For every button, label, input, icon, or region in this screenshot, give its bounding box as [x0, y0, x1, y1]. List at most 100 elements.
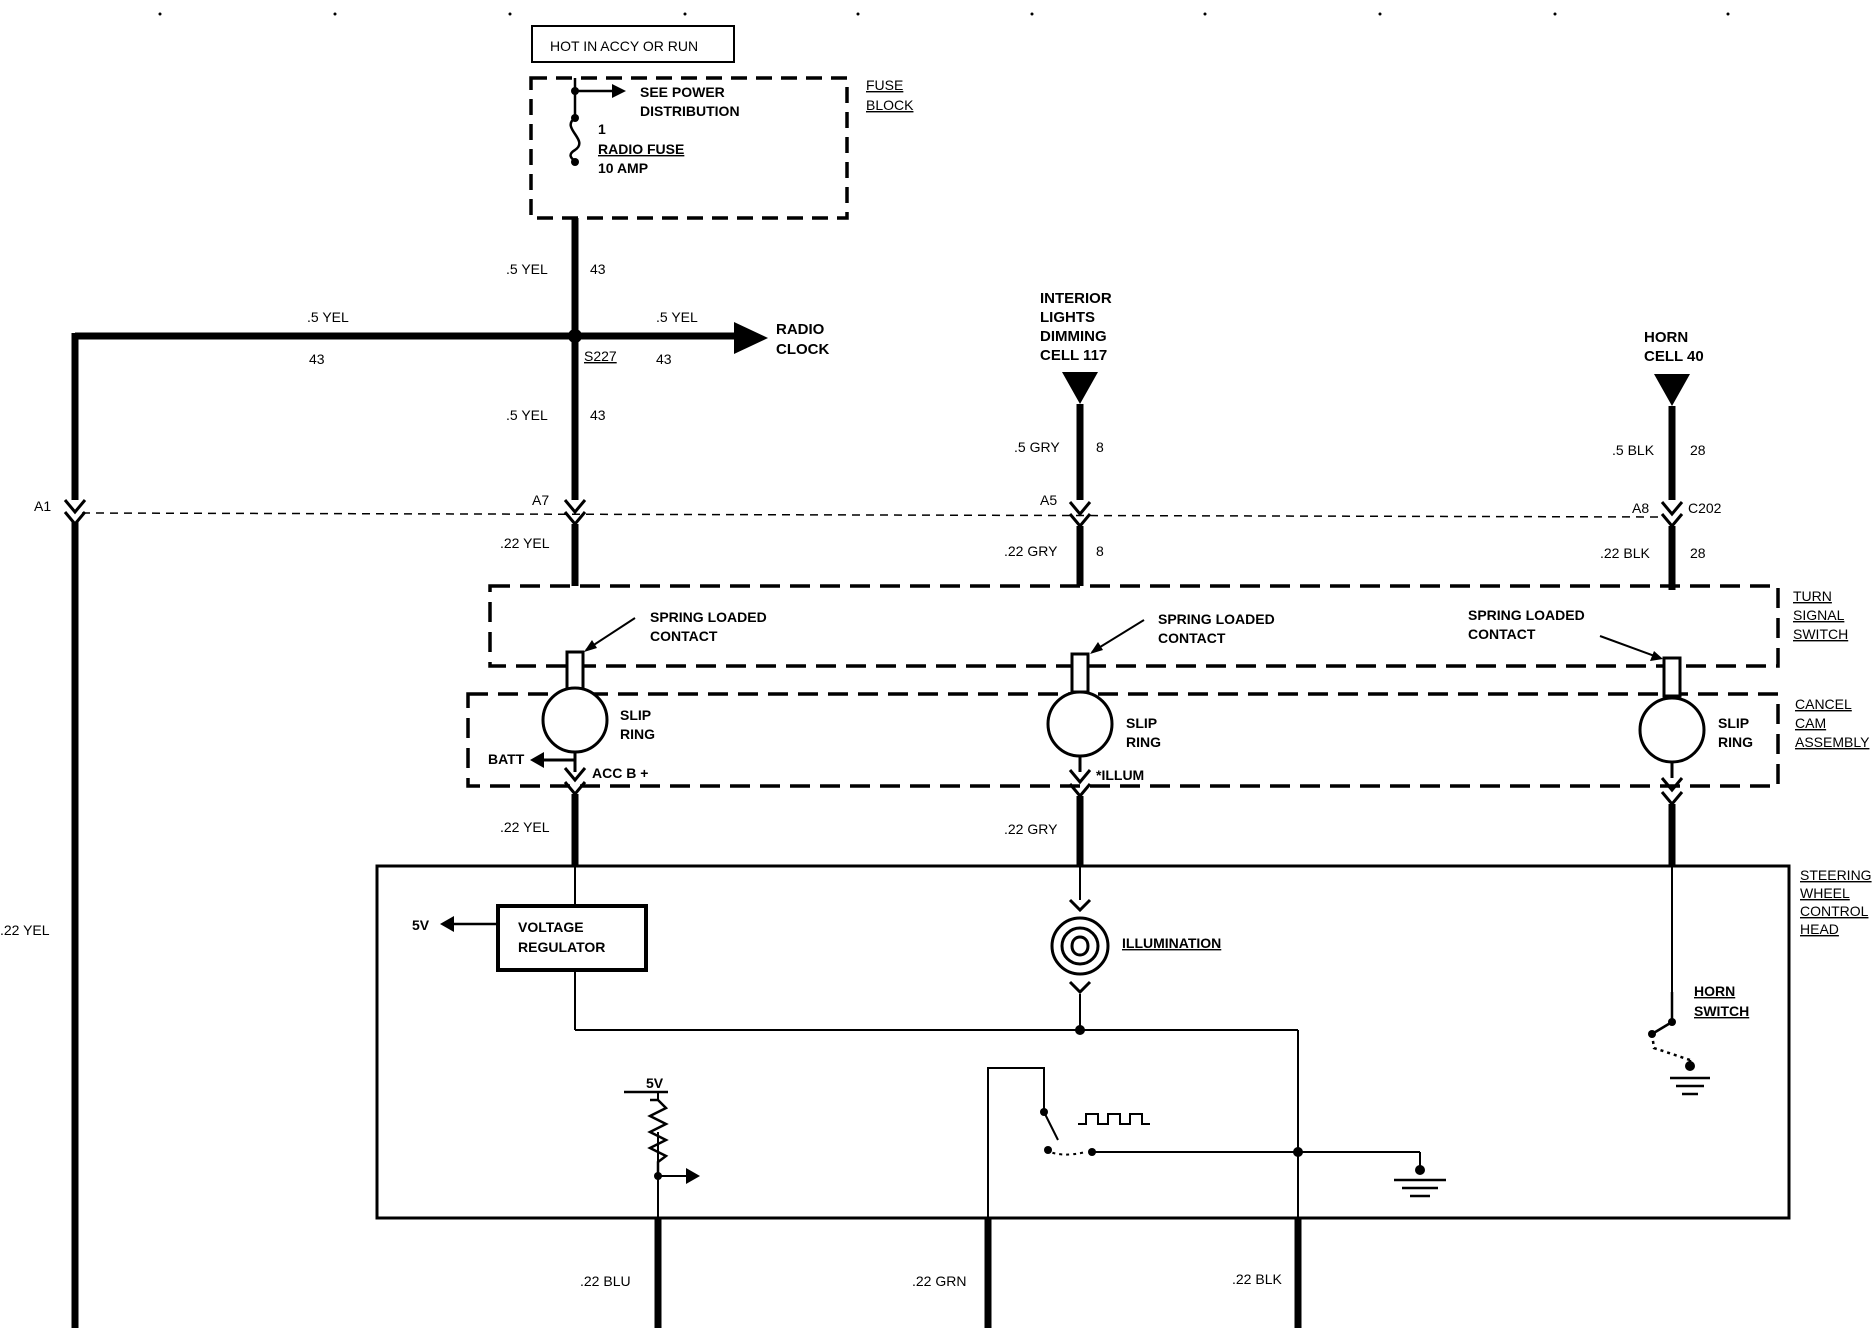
ground-symbol-center	[1394, 1178, 1446, 1198]
fuse-name: RADIO FUSE	[598, 141, 684, 157]
batt-arrow	[530, 752, 544, 768]
spring-contact-arrow-1-head	[584, 640, 597, 652]
horn-cell-label-2: CELL 40	[1644, 348, 1704, 365]
connector-c202-line	[81, 512, 1666, 518]
slip-ring-2-label-1: SLIP	[1126, 715, 1157, 731]
horn-switch-node-top	[1668, 1018, 1676, 1026]
slip-ring-3-label-2: RING	[1718, 734, 1753, 750]
wire-22-blk-label: .22 BLK	[1600, 545, 1650, 561]
pullup-resistor	[647, 1098, 669, 1176]
pullup-5v-label: 5V	[646, 1075, 664, 1091]
pulse-switch-node-left	[1044, 1146, 1052, 1154]
spring-contact-3-line-1: SPRING LOADED	[1468, 607, 1585, 623]
control-head-internal-wiring	[574, 866, 1673, 1218]
interior-lights-label-3: DIMMING	[1040, 328, 1107, 345]
regulator-output-arrow	[440, 916, 454, 932]
slip-ring-1-label-2: RING	[620, 726, 655, 742]
control-head-label-3: CONTROL	[1800, 903, 1869, 919]
see-power-label-2: DISTRIBUTION	[640, 103, 740, 119]
voltage-regulator-box	[496, 904, 648, 972]
wire-gry-label: .5 GRY	[1014, 439, 1060, 455]
slip-ring-3-label-1: SLIP	[1718, 715, 1749, 731]
wire-left-43-label: 43	[309, 351, 325, 367]
top-tick-marks	[158, 12, 1730, 16]
wire-down-yel-label: .5 YEL	[506, 407, 548, 423]
interior-lights-label-2: LIGHTS	[1040, 309, 1095, 326]
wire-22-blu-label: .22 BLU	[580, 1273, 631, 1289]
wire-blk-label: .5 BLK	[1612, 442, 1655, 458]
wire-22-gry-label: .22 GRY	[1004, 543, 1058, 559]
fuse-node-mid	[571, 114, 579, 122]
wire-left-22-yel-label: .22 YEL	[0, 922, 50, 938]
wire-down-43-label: 43	[590, 407, 606, 423]
batt-label: BATT	[488, 751, 525, 767]
voltage-regulator-label-1: VOLTAGE	[518, 919, 584, 935]
connector-a5-label: A5	[1040, 492, 1057, 508]
wire-blk-28-label: 28	[1690, 442, 1706, 458]
fuse-node-bottom	[571, 158, 579, 166]
wire-22-yel-low-label: .22 YEL	[500, 819, 550, 835]
pulse-switch-junction	[1293, 1147, 1303, 1157]
pulse-switch-node-top	[1040, 1108, 1048, 1116]
illumination-label: ILLUMINATION	[1122, 935, 1221, 951]
wire-right-43-label: 43	[656, 351, 672, 367]
interior-lights-label-4: CELL 117	[1040, 347, 1107, 364]
interior-lights-label-1: INTERIOR	[1040, 290, 1112, 307]
spring-contact-3-line-2: CONTACT	[1468, 626, 1536, 642]
connector-pins	[63, 499, 1684, 529]
horn-switch-ground-node	[1685, 1061, 1695, 1071]
fuse-block-outline	[529, 76, 849, 220]
see-power-arrow	[612, 84, 626, 98]
cancel-cam-label-2: CAM	[1795, 715, 1826, 731]
radio-clock-arrow	[734, 322, 768, 354]
control-head-label-1: STEERING	[1800, 867, 1872, 883]
pulse-switch	[1043, 1111, 1150, 1156]
connector-a1-label: A1	[34, 498, 51, 514]
cancel-cam-label-1: CANCEL	[1795, 696, 1852, 712]
slip-ring-yel	[541, 650, 609, 797]
wire-22-blk-28-label: 28	[1690, 545, 1706, 561]
wire-22-grn-label: .22 GRN	[912, 1273, 966, 1289]
horn-cell-source-arrow	[1654, 374, 1690, 406]
connector-c202-label: C202	[1688, 500, 1722, 516]
slip-ring-1-label-1: SLIP	[620, 707, 651, 723]
control-head-label-2: WHEEL	[1800, 885, 1850, 901]
slip-ring-2-label-2: RING	[1126, 734, 1161, 750]
ground-node-center	[1415, 1165, 1425, 1175]
interior-lights-source-arrow	[1062, 372, 1098, 404]
fuse-node-top	[571, 87, 579, 95]
connector-a7-label: A7	[532, 492, 549, 508]
wire-22-gry-low-label: .22 GRY	[1004, 821, 1058, 837]
turn-signal-label-3: SWITCH	[1793, 626, 1848, 642]
horn-cell-label-1: HORN	[1644, 329, 1688, 346]
turn-signal-label-1: TURN	[1793, 588, 1832, 604]
cancel-cam-outline	[466, 692, 1780, 788]
slip-ring-gry	[1046, 652, 1114, 799]
regulator-5v-label: 5V	[412, 917, 430, 933]
see-power-label-1: SEE POWER	[640, 84, 725, 100]
radio-clock-label-2: CLOCK	[776, 341, 829, 358]
spring-contact-arrow-3	[1599, 635, 1661, 659]
wire-top-yel-label: .5 YEL	[506, 261, 548, 277]
spring-contact-2-line-1: SPRING LOADED	[1158, 611, 1275, 627]
illum-label: *ILLUM	[1096, 767, 1144, 783]
turn-signal-switch-outline	[488, 584, 1780, 668]
wire-right-yel-label: .5 YEL	[656, 309, 698, 325]
connector-a8-label: A8	[1632, 500, 1649, 516]
fuse-block-label-1: FUSE	[866, 77, 903, 93]
splice-label: S227	[584, 348, 617, 364]
control-head-label-4: HEAD	[1800, 921, 1839, 937]
acc-label: ACC B +	[592, 765, 648, 781]
pulse-switch-node-right	[1088, 1148, 1096, 1156]
illumination-lamp	[1050, 898, 1110, 995]
fuse-block-label-2: BLOCK	[866, 97, 914, 113]
spring-contact-2-line-2: CONTACT	[1158, 630, 1226, 646]
turn-signal-label-2: SIGNAL	[1793, 607, 1845, 623]
control-head-outline	[375, 864, 1791, 1220]
radio-clock-label-1: RADIO	[776, 321, 825, 338]
horn-switch-label-2: SWITCH	[1694, 1003, 1749, 1019]
wire-gry-8-label: 8	[1096, 439, 1104, 455]
wire-22-blk-bottom-label: .22 BLK	[1232, 1271, 1282, 1287]
